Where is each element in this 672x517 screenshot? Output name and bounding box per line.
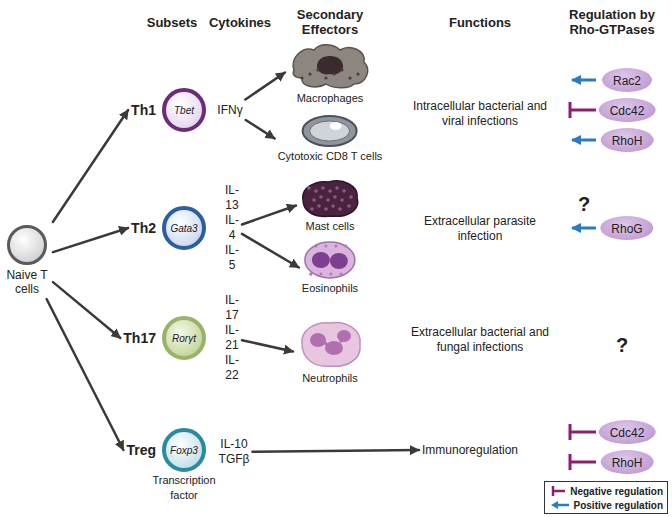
column-header: Cytokines	[209, 15, 271, 30]
subset-name: Th1	[131, 102, 156, 118]
rho-gtpase-name: RhoH	[612, 456, 643, 470]
cell-illustration	[303, 116, 357, 146]
subset-name: Th2	[131, 220, 156, 236]
connector-arrow	[53, 228, 128, 252]
node-text: Immunoregulation	[422, 443, 518, 458]
cell-illustration	[302, 322, 360, 366]
text-node: IL-13 IL-4 IL-5	[225, 183, 239, 273]
node-text: IL-13 IL-4 IL-5	[225, 183, 239, 273]
connector-arrow	[242, 340, 293, 351]
transcription-factor: Foxp3	[170, 445, 198, 456]
effector-picture	[288, 40, 372, 90]
node-text: IL-10 TGFβ	[219, 437, 250, 467]
cell-illustration	[303, 181, 358, 216]
connector-arrow	[242, 234, 299, 268]
node-text: Extracellular bacterial and fungal infec…	[405, 325, 555, 355]
cell-illustration	[293, 45, 367, 88]
subset-circle: Tbet	[162, 88, 206, 132]
rho-gtpase-ellipse: Rac2	[602, 68, 652, 92]
effector-picture	[299, 178, 361, 218]
row-note: Transcription factor	[139, 473, 229, 503]
subset-name: Th17	[123, 330, 156, 346]
rho-gtpase-name: RhoG	[611, 222, 642, 236]
subset-circle: Rorγt	[162, 316, 206, 360]
effector-picture	[303, 240, 357, 280]
rho-gtpase-ellipse: RhoH	[601, 450, 654, 474]
text-node: IL-10 TGFβ	[219, 437, 250, 467]
rho-gtpase-name: Rac2	[613, 74, 641, 88]
text-node: IL-17 IL-21 IL-22	[225, 293, 239, 383]
node-text: IL-17 IL-21 IL-22	[225, 293, 239, 383]
effector-name: Cytotoxic CD8 T cells	[278, 150, 383, 163]
connector-arrow	[53, 110, 128, 222]
subset-circle: Foxp3	[162, 428, 206, 472]
subset-node: Th2 Gata3	[131, 206, 206, 250]
text-node: Extracellular parasite infection	[405, 214, 555, 244]
legend-text: Positive regulation	[574, 500, 663, 511]
connector-arrow	[242, 206, 296, 225]
cell-name: Naive T cells	[4, 268, 50, 296]
effector-name: Macrophages	[297, 92, 364, 105]
legend-sample	[549, 499, 569, 511]
subset-node: Th17 Rorγt	[123, 316, 206, 360]
rho-gtpase-name: Cdc42	[610, 426, 645, 440]
connector-arrow	[245, 73, 285, 100]
unknown-mark: ?	[578, 193, 590, 215]
column-header: Regulation by Rho-GTPases	[560, 7, 664, 37]
rho-gtpase-ellipse: Cdc42	[599, 420, 656, 444]
rho-gtpase-name: RhoH	[612, 134, 643, 148]
effector-name: Mast cells	[306, 220, 355, 233]
node-text: IFNγ	[217, 103, 242, 118]
text-node: Intracellular bacterial and viral infect…	[405, 99, 555, 129]
subset-node: Treg Foxp3	[126, 428, 206, 472]
effector-node: Neutrophils	[296, 318, 364, 385]
text-node: Extracellular bacterial and fungal infec…	[405, 325, 555, 355]
column-header: Subsets	[147, 15, 198, 30]
effector-node: Mast cells	[299, 178, 361, 233]
subset-name: Treg	[126, 442, 156, 458]
effector-picture	[301, 114, 359, 148]
effector-node: Eosinophils	[302, 240, 358, 295]
text-node: Immunoregulation	[422, 443, 518, 458]
node-text: Extracellular parasite infection	[405, 214, 555, 244]
unknown-mark: ?	[616, 334, 628, 356]
column-header: Functions	[449, 15, 511, 30]
subset-circle: Gata3	[162, 206, 206, 250]
transcription-factor: Gata3	[170, 223, 197, 234]
effector-node: Cytotoxic CD8 T cells	[278, 114, 383, 163]
effector-node: Macrophages	[288, 40, 372, 105]
effector-name: Eosinophils	[302, 282, 358, 295]
rho-gtpase-ellipse: RhoG	[600, 216, 653, 240]
rho-gtpase-name: Cdc42	[610, 104, 645, 118]
cell-circle	[7, 225, 47, 265]
column-header: Secondary Effectors	[290, 7, 370, 37]
connector-arrow	[252, 450, 419, 452]
effector-name: Neutrophils	[302, 372, 358, 385]
legend-row: Positive regulation	[549, 498, 663, 512]
connector-arrow	[246, 120, 275, 138]
text-node: IFNγ	[217, 103, 242, 118]
rho-gtpase-ellipse: Cdc42	[599, 98, 656, 122]
subset-node: Th1 Tbet	[131, 88, 206, 132]
transcription-factor: Rorγt	[172, 333, 196, 344]
cell-illustration	[305, 242, 355, 278]
rho-gtpase-ellipse: RhoH	[601, 128, 654, 152]
positive-arrow	[572, 80, 596, 228]
negative-bar	[570, 102, 596, 470]
transcription-factor: Tbet	[174, 105, 194, 116]
legend-row: Negative regulation	[549, 484, 663, 498]
connector-arrow	[47, 299, 124, 450]
legend-box: Negative regulationPositive regulation	[544, 481, 668, 514]
legend-sample	[549, 485, 565, 497]
effector-picture	[296, 318, 364, 370]
node-text: Intracellular bacterial and viral infect…	[405, 99, 555, 129]
naive-cell-node: Naive T cells	[4, 225, 50, 296]
legend-text: Negative regulation	[570, 486, 663, 497]
